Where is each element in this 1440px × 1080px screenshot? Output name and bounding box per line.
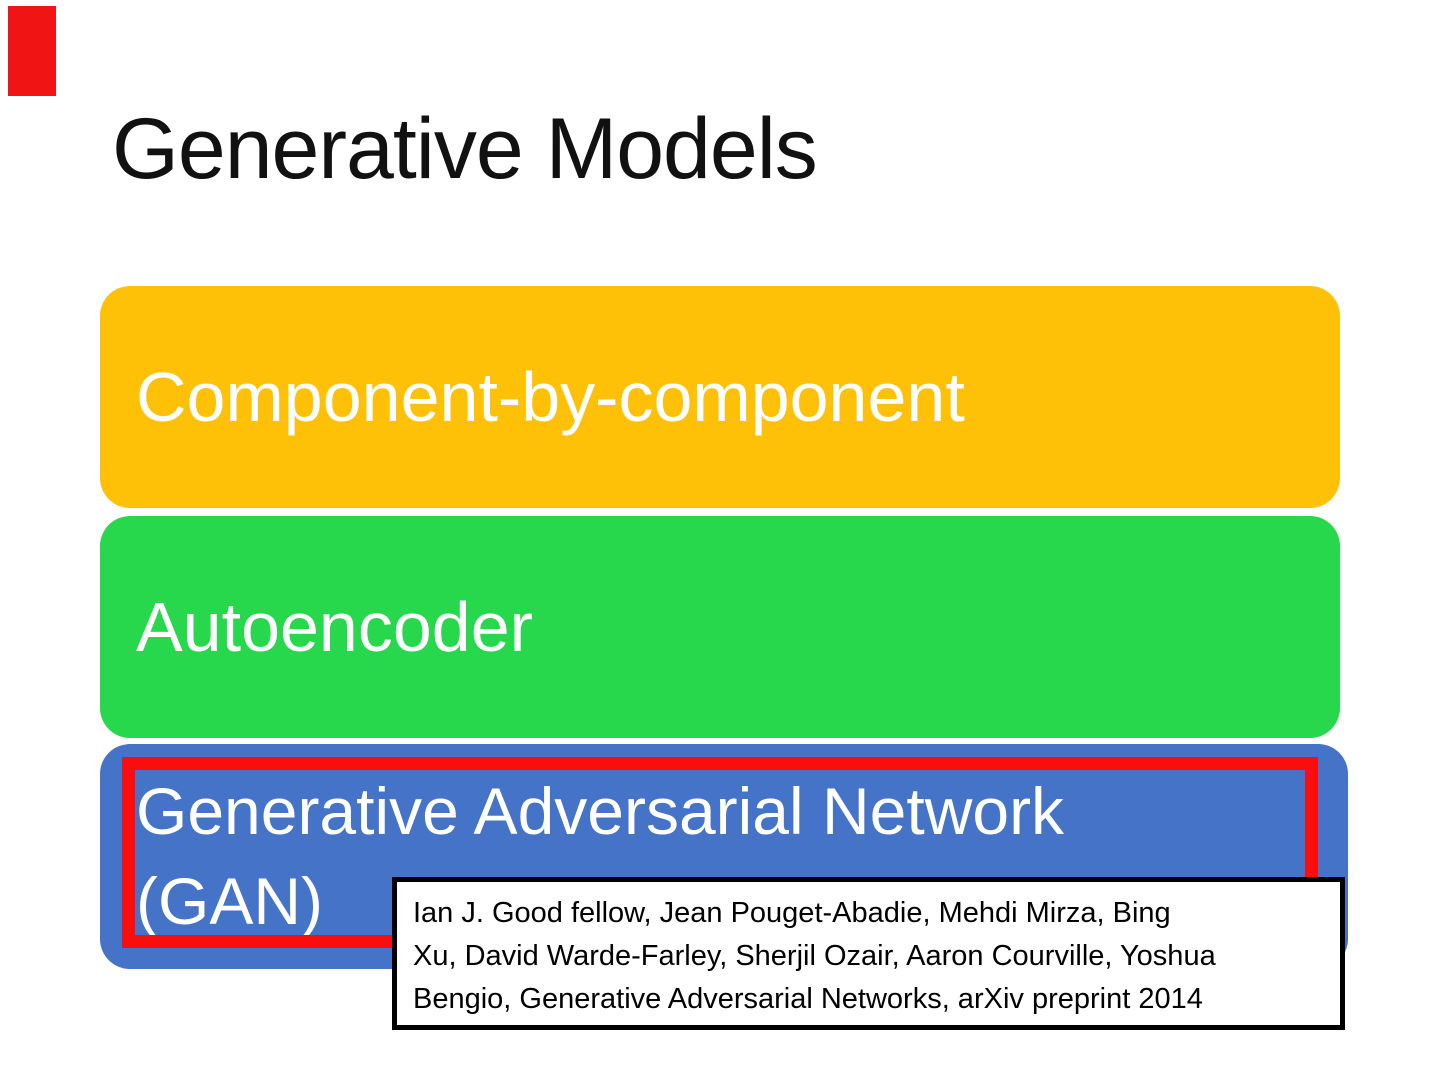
slide-title: Generative Models bbox=[112, 101, 818, 197]
red-corner-accent bbox=[8, 6, 56, 96]
citation-box: Ian J. Good fellow, Jean Pouget-Abadie, … bbox=[392, 877, 1345, 1030]
box-gan-label: Generative Adversarial Network (GAN) bbox=[136, 774, 1065, 938]
citation-line: Ian J. Good fellow, Jean Pouget-Abadie, … bbox=[413, 897, 1171, 929]
box-autoencoder-label: Autoencoder bbox=[136, 587, 533, 666]
box-component-by-component: Component-by-component bbox=[100, 286, 1340, 508]
citation-line: Xu, David Warde-Farley, Sherjil Ozair, A… bbox=[413, 940, 1216, 972]
box-component-by-component-label: Component-by-component bbox=[136, 357, 965, 436]
box-autoencoder: Autoencoder bbox=[100, 516, 1340, 738]
citation-line: Bengio, Generative Adversarial Networks,… bbox=[413, 983, 1203, 1015]
